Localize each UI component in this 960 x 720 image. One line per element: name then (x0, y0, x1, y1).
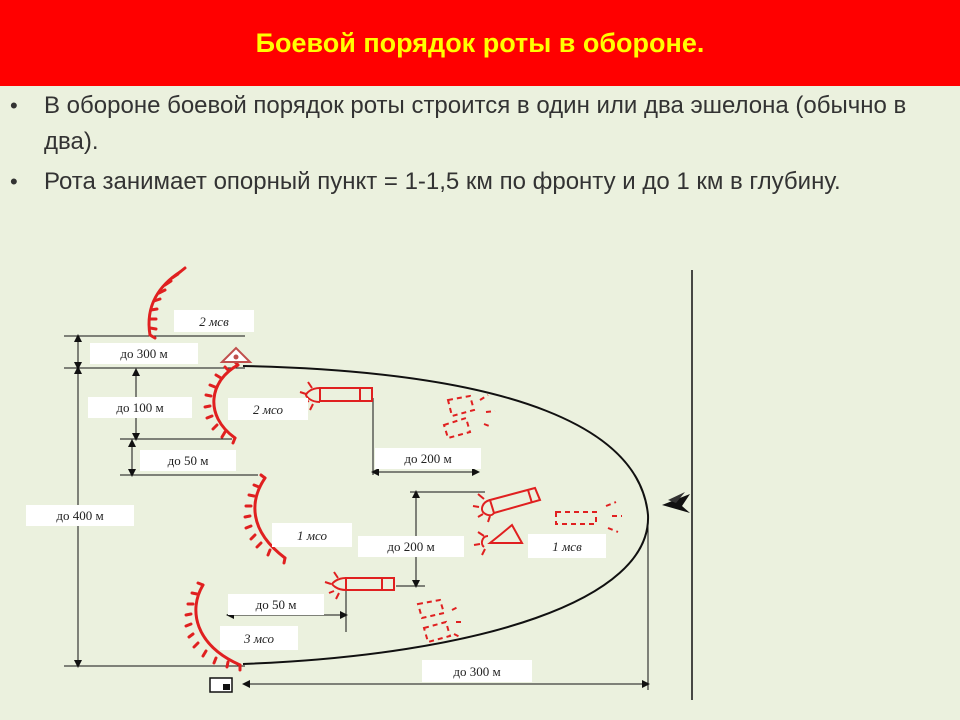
vehicle-icon (472, 486, 542, 523)
label-box-200-center: до 200 м (358, 536, 464, 557)
distance-label: до 100 м (116, 400, 163, 415)
bullet-item: • Рота занимает опорный пункт = 1-1,5 км… (8, 164, 948, 200)
bullet-item: • В обороне боевой порядок роты строится… (8, 88, 948, 160)
bullet-list: • В обороне боевой порядок роты строится… (8, 86, 948, 200)
distance-label: до 50 м (168, 453, 209, 468)
strongpoint-boundary (242, 365, 650, 665)
label-box-1mso: 1 мсо (272, 523, 352, 547)
label-box-3mso: 3 мсо (220, 626, 298, 650)
bullet-text: Рота занимает опорный пункт = 1-1,5 км п… (44, 168, 841, 195)
alternate-position-icon (416, 598, 465, 644)
command-post-icon (219, 346, 253, 363)
label-box-400: до 400 м (26, 505, 134, 526)
vehicle-icon (299, 381, 373, 411)
label-box-300-top: до 300 м (90, 343, 198, 364)
unit-label: 1 мсв (552, 539, 582, 554)
distance-label: до 400 м (56, 508, 103, 523)
distance-label: до 300 м (120, 346, 167, 361)
distance-label: до 200 м (404, 451, 451, 466)
bullet-marker: • (10, 93, 18, 118)
unit-label: 2 мсо (253, 402, 283, 417)
enemy-direction-icon (662, 492, 690, 513)
trench-1mso (243, 473, 287, 565)
slide-title: Боевой порядок роты в обороне. (255, 27, 705, 58)
vehicle-icon (324, 571, 395, 600)
alternate-position-icon (442, 394, 496, 440)
label-box-200-right: до 200 м (375, 448, 481, 469)
label-box-50-lower: до 50 м (228, 594, 324, 615)
label-box-300-bottom: до 300 м (422, 660, 532, 682)
distance-label: до 200 м (387, 539, 434, 554)
trench-3mso (184, 581, 242, 672)
rear-post-icon (209, 677, 233, 693)
label-box-100: до 100 м (88, 397, 192, 418)
distance-label: до 300 м (453, 664, 500, 679)
unit-label: 2 мсв (199, 314, 229, 329)
bullet-marker: • (10, 169, 18, 194)
unit-label: 1 мсо (297, 528, 327, 543)
bullet-text: В обороне боевой порядок роты строится в… (44, 92, 907, 155)
label-box-1msv: 1 мсв (528, 534, 606, 558)
label-box-50-upper: до 50 м (140, 450, 236, 471)
distance-label: до 50 м (256, 597, 297, 612)
title-bar: Боевой порядок роты в обороне. (0, 0, 960, 86)
weapon-icon (473, 523, 524, 556)
alternate-position-icon (555, 501, 622, 533)
label-box-2msv: 2 мсв (174, 310, 254, 332)
unit-label: 3 мсо (243, 631, 274, 646)
label-box-2mso: 2 мсо (228, 398, 308, 420)
trench-2msv (147, 266, 187, 340)
